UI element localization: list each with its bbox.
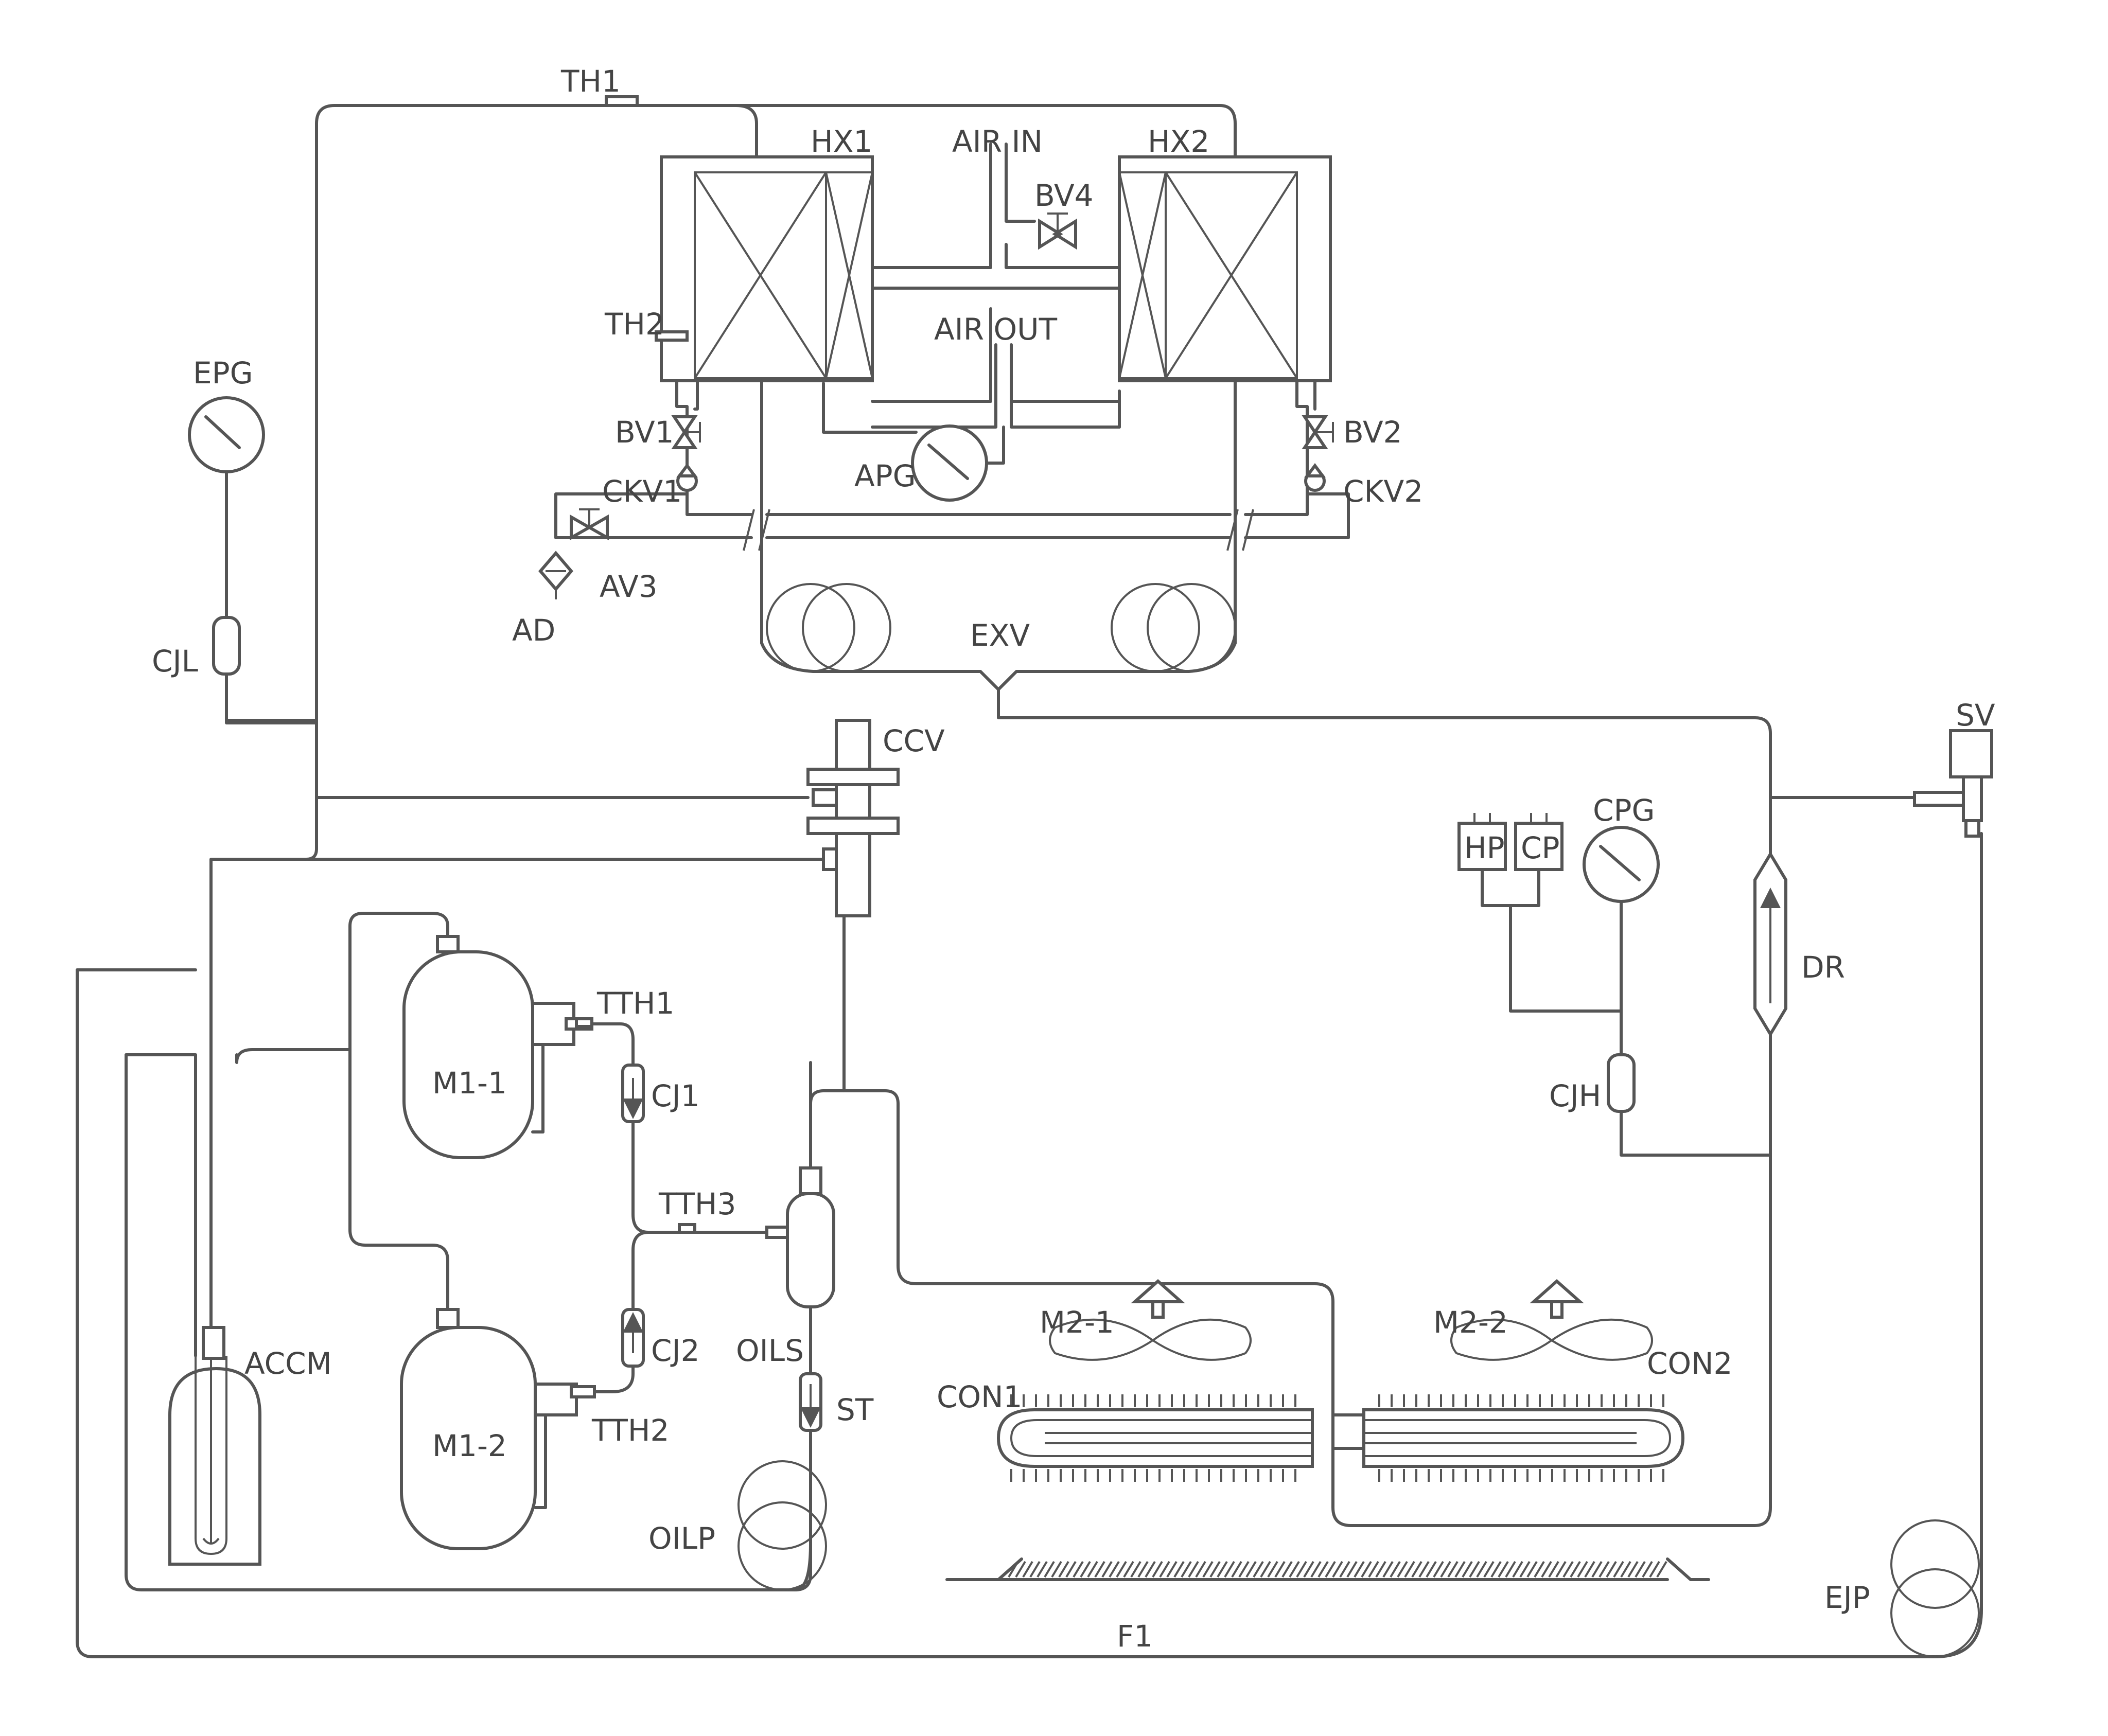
label-m2-2: M2-2 [1433, 1305, 1508, 1340]
epg-gauge [188, 396, 265, 473]
label-air-in: AIR IN [952, 124, 1043, 159]
label-ckv2: CKV2 [1343, 474, 1423, 509]
condensers [996, 1279, 1685, 1482]
label-m1-1: M1-1 [432, 1066, 507, 1101]
label-oils: OILS [736, 1333, 804, 1368]
label-m1-2: M1-2 [432, 1428, 507, 1463]
hx1-heat-exchanger [660, 155, 874, 382]
tth1-sensor [575, 1017, 593, 1028]
label-bv1: BV1 [615, 415, 674, 450]
hp-switch [1457, 822, 1507, 871]
label-tth2: TTH2 [591, 1413, 669, 1448]
label-oilp: OILP [648, 1521, 715, 1556]
label-cjl: CJL [152, 644, 198, 679]
m1-2-compressor [400, 1308, 596, 1550]
label-th2: TH2 [604, 307, 664, 342]
labels: TH1 HX1 AIR IN HX2 BV4 TH2 AIR OUT EPG B… [152, 64, 1995, 1654]
cjh-joint [1607, 1053, 1636, 1113]
label-hx1: HX1 [811, 124, 872, 159]
label-th1: TH1 [560, 64, 621, 99]
label-f1: F1 [1117, 1619, 1153, 1654]
label-tth3: TTH3 [658, 1186, 736, 1221]
label-hx2: HX2 [1148, 124, 1209, 159]
label-av3: AV3 [600, 569, 658, 604]
label-con1: CON1 [937, 1379, 1022, 1414]
accm-accumulator [168, 1326, 261, 1566]
label-ejp: EJP [1824, 1580, 1870, 1615]
pressure-switches [1457, 813, 1564, 871]
oilp-pump [737, 1460, 827, 1591]
label-tth1: TTH1 [596, 986, 674, 1021]
label-bv2: BV2 [1343, 415, 1402, 450]
valves [538, 212, 1334, 599]
bv4-valve [1038, 218, 1077, 250]
label-air-out: AIR OUT [934, 312, 1058, 347]
gauges [188, 396, 1660, 903]
label-con2: CON2 [1647, 1346, 1732, 1381]
cpg-gauge [1583, 826, 1660, 903]
label-cjh: CJH [1549, 1078, 1601, 1113]
dr-dryer [1753, 851, 1787, 1037]
compressors [400, 935, 596, 1550]
con2-condenser [1362, 1279, 1685, 1482]
label-bv4: BV4 [1034, 178, 1094, 213]
m1-1-compressor [402, 935, 593, 1159]
sv-valve [1913, 729, 1993, 838]
th2-sensor [655, 330, 689, 342]
label-epg: EPG [193, 356, 253, 391]
heat-exchanger-area [554, 95, 1350, 645]
oils-oil-separator [765, 1166, 835, 1308]
label-ccv: CCV [883, 723, 945, 758]
apg-gauge [911, 424, 988, 502]
tth3-sensor [678, 1223, 696, 1234]
main-piping [76, 104, 1983, 1658]
hx2-heat-exchanger [1118, 155, 1332, 382]
label-ad: AD [512, 613, 555, 648]
label-cpg: CPG [1593, 793, 1655, 828]
inline-joints [575, 1017, 822, 1432]
cp-switch [1514, 822, 1564, 871]
label-sv: SV [1956, 698, 1995, 733]
ejp-pump [1890, 832, 1983, 1658]
label-accm: ACCM [244, 1346, 332, 1381]
label-st: ST [836, 1392, 874, 1427]
con1-condenser [996, 1279, 1314, 1482]
f1-floor [945, 1557, 1710, 1581]
label-cp: CP [1521, 830, 1559, 865]
label-m2-1: M2-1 [1040, 1305, 1114, 1340]
label-cj1: CJ1 [651, 1078, 700, 1113]
label-dr: DR [1801, 950, 1845, 985]
ccv-component [806, 719, 900, 917]
cjl-joint [212, 616, 318, 722]
label-ckv1: CKV1 [602, 474, 682, 509]
label-exv: EXV [970, 618, 1030, 653]
exv-expansion-valve [760, 583, 1237, 691]
th1-sensor [605, 95, 639, 107]
label-cj2: CJ2 [651, 1333, 700, 1368]
label-hp: HP [1464, 830, 1505, 865]
label-apg: APG [854, 458, 916, 493]
